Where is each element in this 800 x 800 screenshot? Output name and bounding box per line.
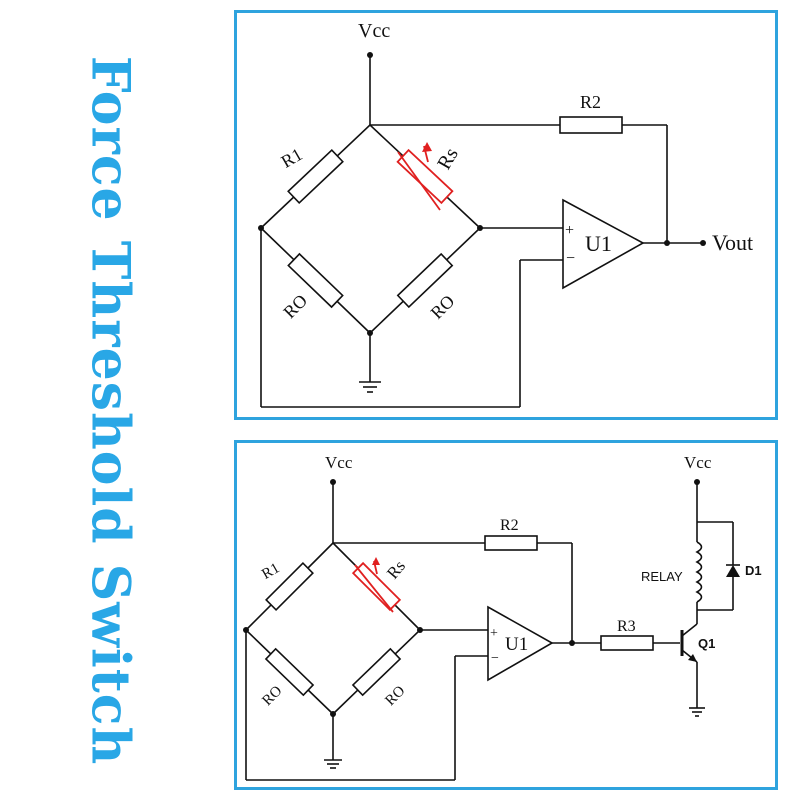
opamp-u1-top [562, 198, 645, 290]
resistor-r3 [600, 635, 654, 651]
ro-right-label-bottom: RO [382, 683, 408, 709]
sensor-arrow-head-top [422, 142, 432, 152]
relay-label: RELAY [641, 569, 683, 584]
resistor-ro-right-bottom [351, 647, 402, 697]
vcc-label-bottom: Vcc [325, 453, 353, 472]
plus-label-top: + [565, 222, 574, 239]
r3-label: R3 [617, 618, 636, 635]
vcc-label-relay: Vcc [684, 453, 712, 472]
ground-icon-bottom [324, 759, 342, 769]
u1-label-top: U1 [585, 231, 612, 256]
u1-label-bottom: U1 [505, 634, 528, 655]
r2-label-top: R2 [580, 92, 601, 112]
resistor-r1-top [287, 148, 344, 205]
transistor-q1 [680, 623, 698, 663]
top-circuit-panel [234, 10, 778, 420]
vout-label: Vout [712, 230, 753, 255]
ground-icon-top [359, 381, 381, 393]
diode-d1-icon [726, 564, 740, 577]
relay-coil-icon [695, 541, 703, 603]
minus-label-bottom: − [491, 651, 499, 666]
resistor-r1-bottom [265, 562, 314, 611]
plus-label-bottom: + [490, 626, 498, 641]
ground-icon-relay [689, 707, 705, 717]
rs-label-bottom: Rs [383, 557, 409, 583]
resistor-ro-left-bottom [264, 647, 315, 697]
minus-label-top: − [566, 250, 575, 267]
d1-label: D1 [745, 563, 762, 578]
sensor-arrow-line-top [397, 151, 441, 211]
sensor-arrow-head-bottom [372, 557, 380, 565]
resistor-ro-right-top [396, 252, 454, 309]
node-output-junction-bottom [569, 640, 575, 646]
ro-left-label-bottom: RO [259, 683, 285, 709]
node-output-junction [664, 240, 670, 246]
resistor-r2-bottom [484, 535, 538, 551]
opamp-u1-bottom [487, 605, 554, 682]
vcc-label-top: Vcc [358, 20, 390, 42]
resistor-ro-left-top [287, 252, 344, 309]
bottom-circuit-panel [234, 440, 778, 790]
r1-label-bottom: R1 [259, 560, 282, 583]
vout-terminal [700, 240, 706, 246]
sensor-arrow-line-bottom [354, 564, 394, 613]
r2-label-bottom: R2 [500, 517, 519, 534]
q1-label: Q1 [698, 636, 715, 651]
